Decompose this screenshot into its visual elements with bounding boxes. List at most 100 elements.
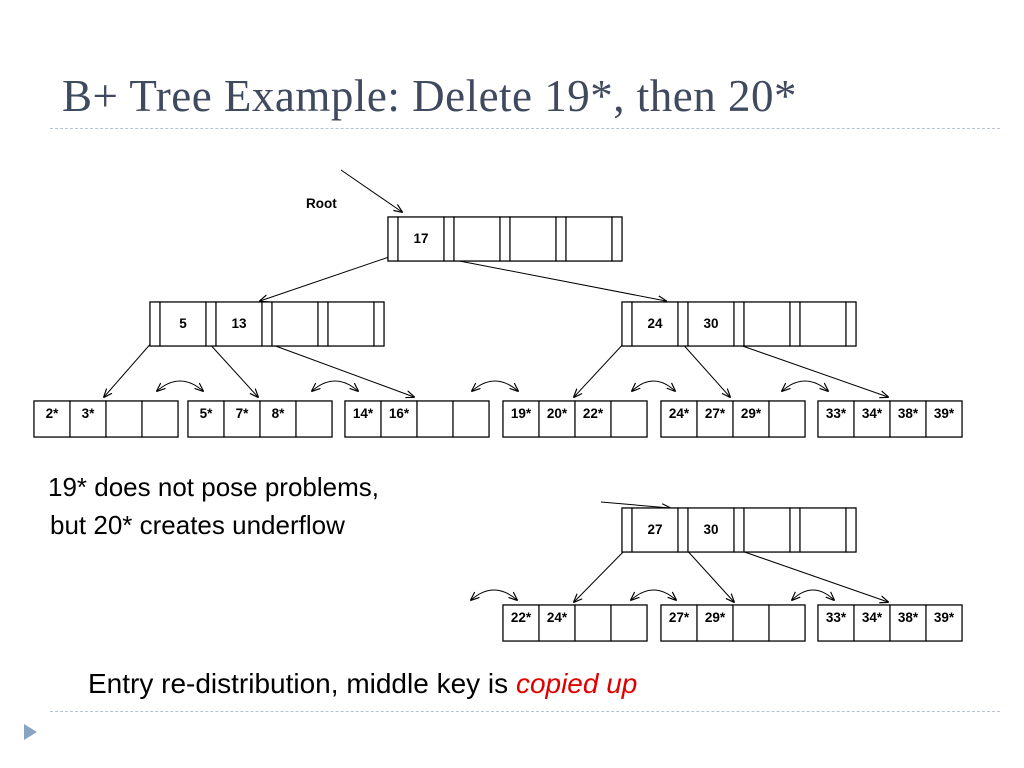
footer-divider <box>50 711 1000 712</box>
entry-cell <box>660 604 698 642</box>
leaf-page-5: 24*27*29* <box>660 400 806 438</box>
key-label: 30 <box>703 522 718 537</box>
entry-cell <box>141 400 179 438</box>
subtree-sibling-link-1 <box>471 589 517 600</box>
pointer-slot <box>149 301 161 347</box>
key-cell <box>509 216 557 262</box>
key-cell <box>271 301 319 347</box>
triangle-bullet-icon <box>24 724 37 740</box>
pointer-slot <box>261 301 273 347</box>
sibling-link-2 <box>312 380 358 391</box>
entry-cell <box>538 604 576 642</box>
entry-label: 27* <box>669 610 690 625</box>
leaf-page-3: 14* 16* <box>344 400 490 438</box>
pointer-slot <box>443 216 455 262</box>
entry-cell <box>732 604 770 642</box>
entry-label: 39* <box>934 610 955 625</box>
leaf-page-2: 5*7*8* <box>187 400 333 438</box>
pointer-slot <box>555 216 567 262</box>
subtree-child-arrow-2 <box>683 546 734 602</box>
internal-node-left: 5 13 <box>149 301 385 347</box>
key-label: 13 <box>231 316 247 331</box>
entry-cell <box>610 604 648 642</box>
pointer-slot <box>733 301 745 347</box>
entry-label: 38* <box>898 406 919 421</box>
entry-label: 34* <box>862 406 883 421</box>
entry-cell <box>416 400 454 438</box>
pointer-slot <box>733 507 745 553</box>
root-pointer-arrow <box>340 169 402 212</box>
entry-cell <box>660 400 698 438</box>
key-label: 30 <box>703 316 718 331</box>
subtree-sibling-link-3 <box>792 589 834 600</box>
key-cell <box>687 507 735 553</box>
redistributed-leaf-3: 33*34*38*39* <box>817 604 963 642</box>
entry-cell <box>768 400 806 438</box>
entry-cell <box>925 400 963 438</box>
summary-text: Entry re-distribution, middle key is <box>88 668 509 699</box>
sibling-link-1 <box>157 380 203 391</box>
key-label: 17 <box>413 231 428 246</box>
entry-cell <box>732 400 770 438</box>
entry-cell <box>295 400 333 438</box>
redistributed-leaf-1: 22* 24* <box>502 604 648 642</box>
root-child-arrow-right <box>443 257 666 301</box>
entry-cell <box>187 400 225 438</box>
note-line-2: but 20* creates underflow <box>50 510 345 540</box>
key-cell <box>215 301 263 347</box>
entry-label: 3* <box>82 406 96 421</box>
slide-title: B+ Tree Example: Delete 19*, then 20* <box>62 71 798 121</box>
key-cell <box>799 301 847 347</box>
entry-label: 33* <box>826 610 847 625</box>
entry-label: 24* <box>547 610 568 625</box>
subtree-child-arrow-1 <box>574 546 629 602</box>
redistributed-leaf-2: 27*29* <box>660 604 806 642</box>
child-arrow-5 <box>679 340 730 397</box>
key-cell <box>159 301 207 347</box>
pointer-slot <box>317 301 329 347</box>
pointer-slot <box>205 301 217 347</box>
entry-label: 29* <box>741 406 762 421</box>
entry-label: 16* <box>389 406 410 421</box>
key-cell <box>631 507 679 553</box>
sibling-link-5 <box>782 380 828 391</box>
root-child-arrow-left <box>260 255 393 301</box>
key-label: 24 <box>647 316 663 331</box>
entry-label: 22* <box>511 610 532 625</box>
child-arrow-2 <box>206 340 258 397</box>
leaf-page-6: 33* 34* 38* 39* <box>817 400 963 438</box>
entry-cell <box>610 400 648 438</box>
internal-node-right: 24 30 <box>621 301 857 347</box>
entry-label: 38* <box>898 610 919 625</box>
key-label: 27 <box>647 522 662 537</box>
root-node: 17 <box>387 216 623 262</box>
entry-cell <box>69 400 107 438</box>
entry-cell <box>574 604 612 642</box>
key-cell <box>743 301 791 347</box>
entry-label: 2* <box>46 406 60 421</box>
leaf-page-1: 2* 3* <box>33 400 179 438</box>
subtree-child-arrow-3 <box>735 548 888 602</box>
pointer-slot <box>621 507 633 553</box>
root-label: Root <box>306 196 337 211</box>
pointer-slot <box>677 301 689 347</box>
pointer-slot <box>621 301 633 347</box>
sibling-link-3 <box>472 380 518 391</box>
entry-cell <box>889 604 927 642</box>
summary-caption: Entry re-distribution, middle key is cop… <box>88 668 637 700</box>
pointer-slot <box>373 301 385 347</box>
entry-label: 33* <box>826 406 847 421</box>
key-cell <box>453 216 501 262</box>
entry-label: 14* <box>353 406 374 421</box>
child-arrow-4 <box>574 340 627 397</box>
entry-label: 20* <box>547 406 568 421</box>
entry-cell <box>768 604 806 642</box>
entry-cell <box>344 400 382 438</box>
entry-label: 39* <box>934 406 955 421</box>
key-label: 5 <box>179 316 187 331</box>
copied-up-emphasis: copied up <box>515 668 638 699</box>
entry-label: 19* <box>511 406 532 421</box>
entry-cell <box>380 400 418 438</box>
key-cell <box>743 507 791 553</box>
